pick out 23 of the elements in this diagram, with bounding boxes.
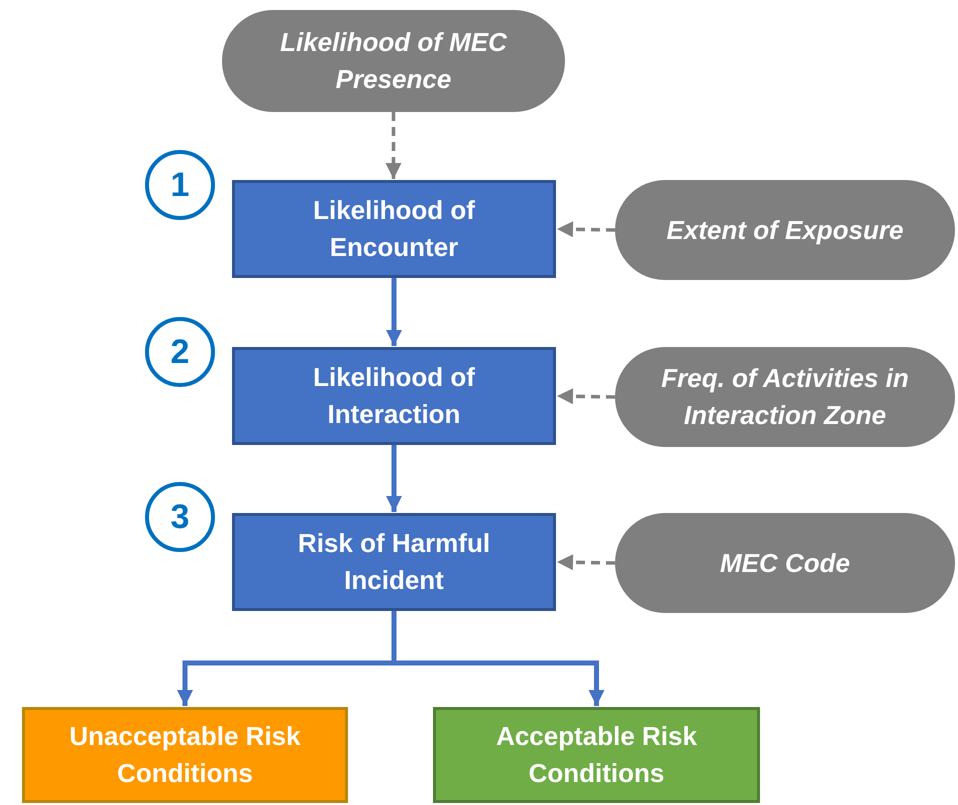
node-label: Risk of Harmful Incident [296, 527, 492, 597]
step-number: 2 [170, 332, 190, 373]
outcome-box [433, 707, 760, 803]
arrow [556, 554, 616, 570]
node-label: Likelihood of Encounter [312, 194, 476, 264]
outcome-box [22, 707, 348, 803]
node-label: Extent of Exposure [666, 214, 904, 247]
arrow [386, 278, 402, 346]
step-number: 1 [170, 164, 190, 206]
arrow [386, 112, 402, 179]
node-label: Likelihood of MEC Presence [279, 26, 508, 96]
arrow [556, 388, 616, 404]
node-label: MEC Code [719, 546, 851, 580]
node-label: Unacceptable Risk Conditions [68, 720, 302, 790]
process-box [232, 180, 556, 278]
process-box [232, 347, 556, 445]
arrow [556, 221, 616, 238]
arrow [386, 445, 402, 512]
node-label: Likelihood of Interaction [312, 361, 476, 431]
node-label: Acceptable Risk Conditions [495, 720, 698, 790]
process-box [232, 513, 556, 611]
step-number: 3 [170, 496, 190, 538]
node-label: Freq. of Activities in Interaction Zone [660, 362, 910, 432]
